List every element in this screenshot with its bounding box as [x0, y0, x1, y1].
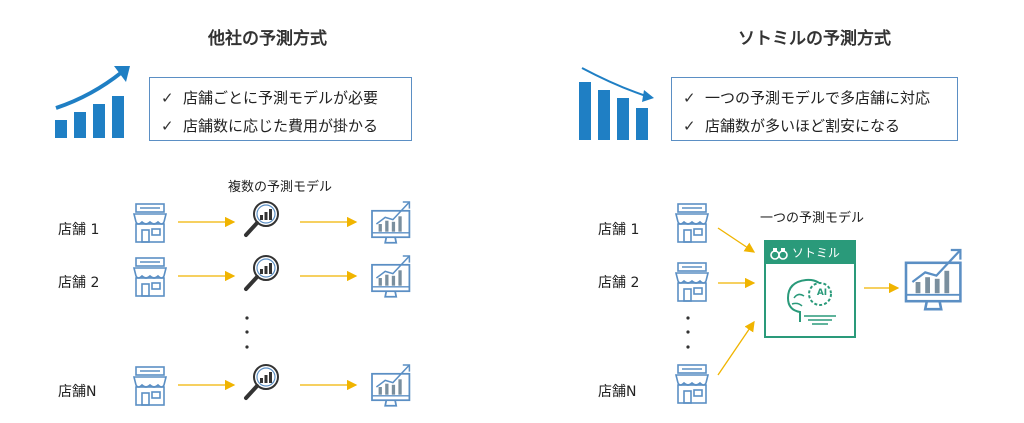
left-title: 他社の予測方式 — [208, 29, 327, 49]
growth-bars-icon — [55, 66, 130, 138]
check-icon: ✓ — [161, 117, 174, 135]
right-store-label-1: 店舗 1 — [598, 222, 640, 238]
magnifier-chart-icon — [244, 201, 279, 237]
right-point-1: ✓一つの予測モデルで多店舗に対応 — [683, 89, 931, 107]
store-icon — [674, 262, 710, 302]
monitor-chart-icon — [371, 364, 411, 407]
left-points-box — [149, 77, 412, 141]
ellipsis-dot — [245, 345, 249, 349]
ellipsis-dot — [686, 345, 690, 349]
sotomiru-brand: ソトミル — [791, 246, 840, 260]
monitor-chart-icon — [371, 201, 411, 244]
magnifier-chart-icon — [244, 255, 279, 291]
ai-head-icon — [786, 278, 836, 325]
monitor-chart-icon — [371, 255, 411, 298]
left-point-2: ✓店舗数に応じた費用が掛かる — [161, 117, 379, 135]
check-icon: ✓ — [161, 89, 174, 107]
monitor-chart-icon — [904, 248, 962, 311]
left-diagram-title: 複数の予測モデル — [228, 180, 333, 195]
store-icon — [132, 257, 168, 297]
right-store-label-n: 店舗N — [598, 384, 637, 400]
ellipsis-dot — [245, 330, 249, 334]
magnifier-chart-icon — [244, 364, 279, 400]
ellipsis-dot — [686, 316, 690, 320]
ai-badge: AI — [816, 288, 828, 298]
left-point-1: ✓店舗ごとに予測モデルが必要 — [161, 89, 379, 107]
flow-arrow — [717, 320, 755, 376]
store-icon — [674, 203, 710, 243]
check-icon: ✓ — [683, 117, 696, 135]
ellipsis-dot — [686, 330, 690, 334]
left-store-label-n: 店舗N — [58, 384, 97, 400]
flow-arrow — [717, 227, 756, 253]
right-point-2: ✓店舗数が多いほど割安になる — [683, 117, 901, 135]
right-diagram-title: 一つの予測モデル — [760, 211, 865, 226]
store-icon — [674, 364, 710, 404]
right-points-box — [671, 77, 958, 141]
ellipsis-dot — [245, 316, 249, 320]
sotomiru-model-box: ソトミル AI — [764, 240, 856, 338]
binoculars-icon — [770, 247, 788, 260]
store-icon — [132, 203, 168, 243]
decline-bars-icon — [579, 67, 654, 140]
left-store-label-2: 店舗 2 — [58, 275, 100, 291]
left-store-label-1: 店舗 1 — [58, 222, 100, 238]
check-icon: ✓ — [683, 89, 696, 107]
sotomiru-header: ソトミル — [766, 242, 854, 264]
right-store-label-2: 店舗 2 — [598, 275, 640, 291]
right-title: ソトミルの予測方式 — [738, 29, 891, 49]
store-icon — [132, 366, 168, 406]
